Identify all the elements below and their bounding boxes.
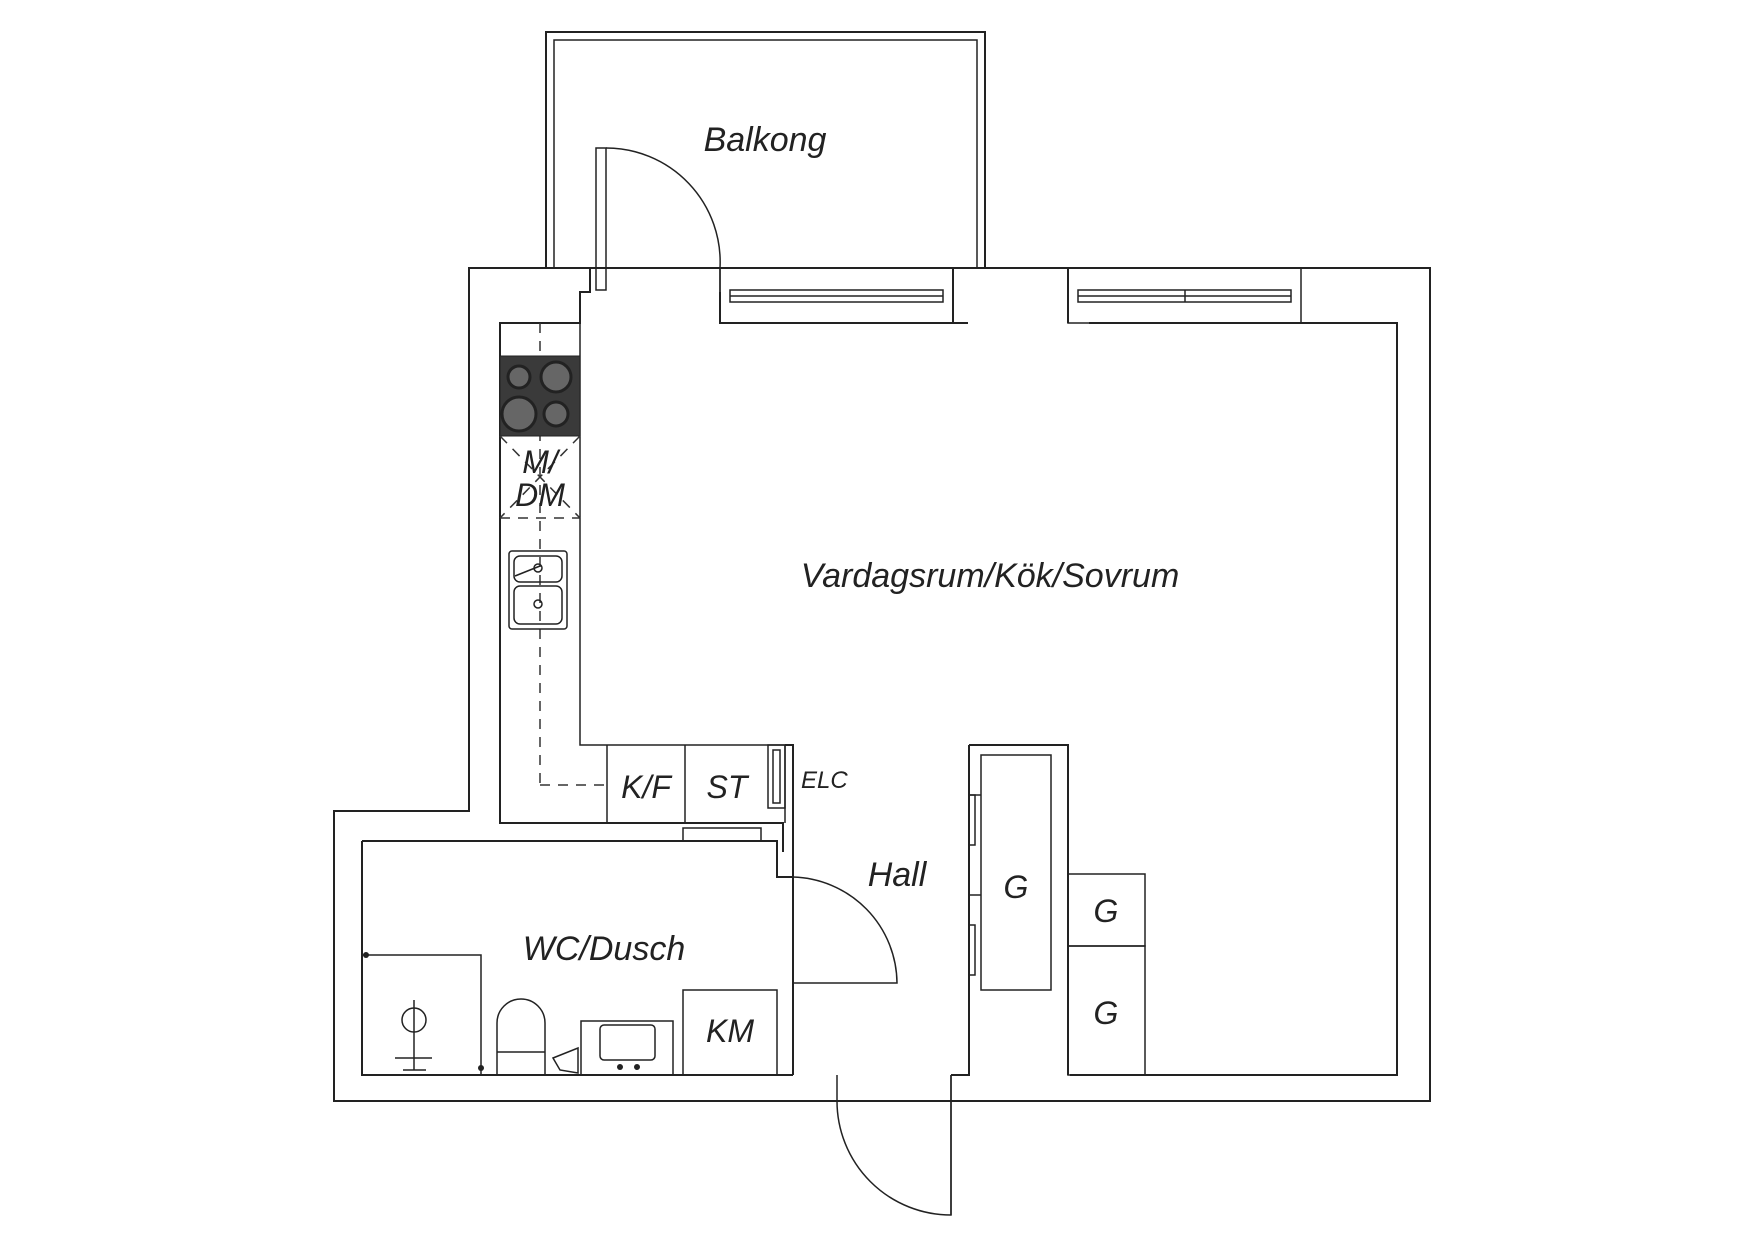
wardrobes-right: G G — [1067, 873, 1146, 1076]
kitchen-lower-units: K/F ST ELC — [606, 744, 848, 823]
hall-label: Hall — [868, 856, 928, 894]
balcony — [545, 31, 986, 268]
entrance-door — [836, 1075, 952, 1216]
microwave-dishwasher: M/ DM — [499, 435, 581, 519]
shower — [362, 952, 484, 1075]
bathroom-door — [792, 876, 898, 1000]
window — [1067, 267, 1302, 324]
toilet — [496, 998, 546, 1075]
electrical-label: ELC — [801, 767, 848, 794]
storage-label: ST — [707, 769, 750, 805]
wardrobe-label: G — [1094, 995, 1119, 1031]
balcony-door — [595, 147, 721, 292]
bathroom-label: WC/Dusch — [523, 930, 685, 968]
balcony-label: Balkong — [704, 121, 827, 159]
window — [719, 267, 954, 324]
living-room-label: Vardagsrum/Kök/Sovrum — [801, 557, 1180, 595]
kitchen-sink — [508, 550, 568, 630]
washer-label: KM — [706, 1013, 754, 1049]
stove — [499, 355, 581, 437]
bathroom-sink — [551, 1020, 674, 1076]
outer-wall — [333, 267, 1431, 1102]
hall-wardrobe: G — [951, 744, 1069, 1076]
microwave-label: M/ — [522, 444, 561, 480]
washing-machine: KM — [682, 989, 778, 1076]
dishwasher-label: DM — [515, 477, 565, 513]
wardrobe-label: G — [1094, 893, 1119, 929]
fridge-freezer-label: K/F — [621, 769, 673, 805]
wardrobe-label: G — [1004, 869, 1029, 905]
